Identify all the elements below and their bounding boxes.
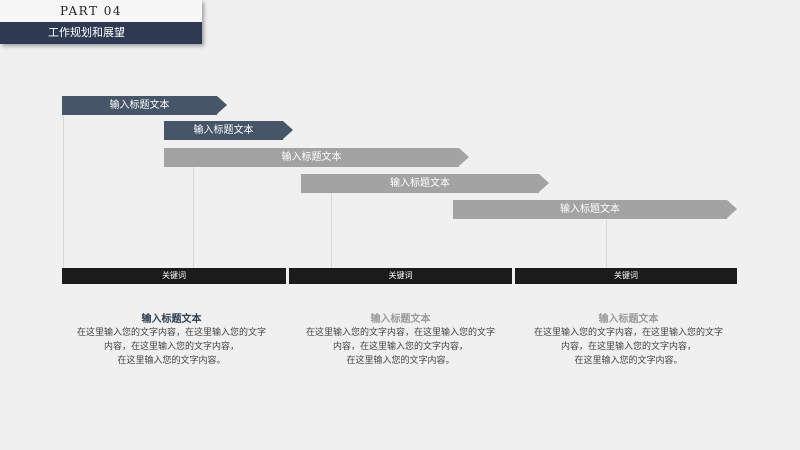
column-line: 在这里输入您的文字内容。 — [117, 356, 226, 366]
arrow-tip — [217, 96, 227, 114]
keyword-bar-2: 关键词 — [289, 268, 512, 284]
column-title: 输入标题文本 — [141, 314, 202, 325]
column-line: 在这里输入您的文字内容。 — [346, 356, 455, 366]
guide-line — [606, 220, 607, 268]
column-title: 输入标题文本 — [598, 314, 659, 325]
arrow-item-1: 输入标题文本 — [62, 96, 227, 115]
arrow-label: 输入标题文本 — [453, 200, 727, 219]
arrow-tip — [459, 148, 469, 166]
arrow-item-5: 输入标题文本 — [453, 200, 737, 219]
arrow-tip — [283, 121, 293, 139]
column-line: 内容，在这里输入您的文字内容， — [103, 342, 239, 352]
arrow-label: 输入标题文本 — [301, 174, 539, 193]
text-column-3: 输入标题文本 在这里输入您的文字内容，在这里输入您的文字 内容，在这里输入您的文… — [516, 313, 741, 368]
section-title: 工作规划和展望 — [0, 22, 202, 44]
text-column-1: 输入标题文本 在这里输入您的文字内容，在这里输入您的文字 内容，在这里输入您的文… — [59, 313, 284, 368]
arrow-item-2: 输入标题文本 — [164, 121, 293, 140]
guide-line — [193, 167, 194, 268]
arrow-item-3: 输入标题文本 — [164, 148, 469, 167]
arrow-label: 输入标题文本 — [164, 148, 459, 167]
arrow-label: 输入标题文本 — [62, 96, 217, 115]
column-title: 输入标题文本 — [370, 314, 431, 325]
guide-line — [331, 193, 332, 268]
column-line: 在这里输入您的文字内容，在这里输入您的文字 — [76, 328, 266, 338]
arrow-tip — [539, 174, 549, 192]
column-line: 内容，在这里输入您的文字内容， — [560, 342, 696, 352]
arrow-tip — [727, 200, 737, 218]
keyword-bar-1: 关键词 — [62, 268, 286, 284]
column-line: 内容，在这里输入您的文字内容， — [332, 342, 468, 352]
arrow-item-4: 输入标题文本 — [301, 174, 549, 193]
guide-line — [63, 115, 64, 268]
arrow-label: 输入标题文本 — [164, 121, 283, 140]
section-header: PART 04 工作规划和展望 — [0, 0, 202, 44]
text-column-2: 输入标题文本 在这里输入您的文字内容，在这里输入您的文字 内容，在这里输入您的文… — [288, 313, 513, 368]
part-label: PART 04 — [0, 0, 202, 22]
column-line: 在这里输入您的文字内容。 — [574, 356, 683, 366]
column-line: 在这里输入您的文字内容，在这里输入您的文字 — [305, 328, 495, 338]
column-line: 在这里输入您的文字内容，在这里输入您的文字 — [533, 328, 723, 338]
keyword-bar-3: 关键词 — [515, 268, 737, 284]
